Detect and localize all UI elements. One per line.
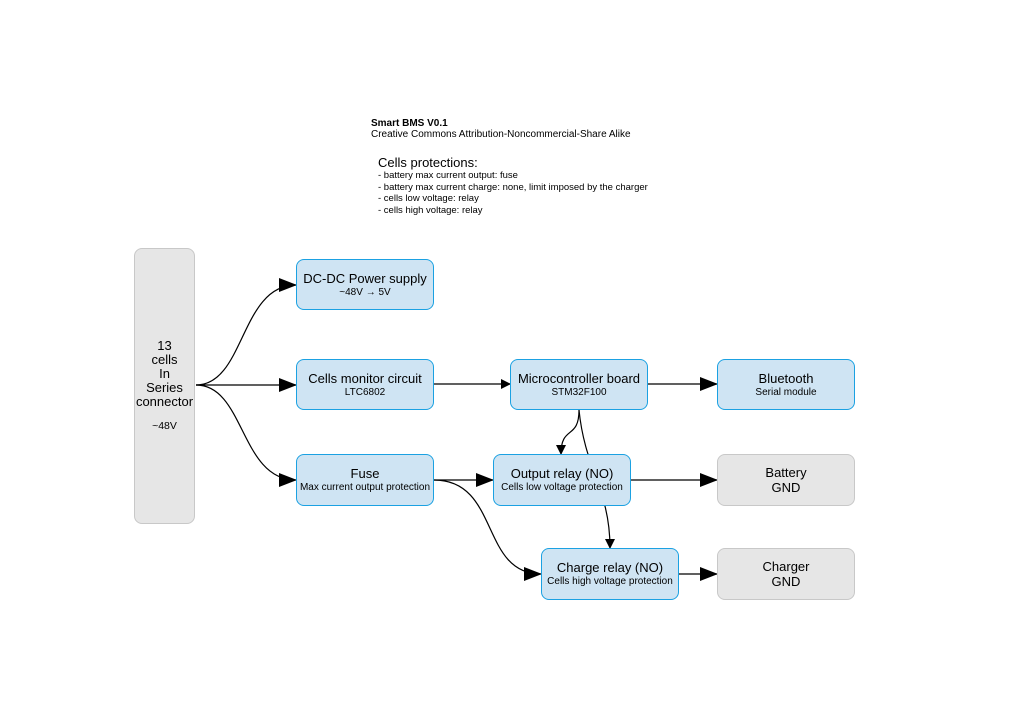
microcontroller-block: Microcontroller board STM32F100 <box>510 359 648 410</box>
wire-connector-to-dcdc <box>195 278 297 386</box>
dcdc-power-supply-block: DC-DC Power supply ~48V → 5V <box>296 259 434 310</box>
block-subtitle: Max current output protection <box>299 482 431 493</box>
wire-fuse-to-charge-relay <box>433 479 542 581</box>
diagram-title: Smart BMS V0.1 <box>371 118 448 129</box>
connector-line: connector <box>135 394 194 409</box>
wire-connector-to-fuse <box>195 384 297 487</box>
block-subtitle: Cells high voltage protection <box>547 576 673 587</box>
output-relay-block: Output relay (NO) Cells low voltage prot… <box>493 454 631 506</box>
connector-voltage: ~48V <box>152 420 177 432</box>
terminal-line: Charger <box>762 559 810 574</box>
protection-item: - cells high voltage: relay <box>378 204 483 216</box>
block-subtitle: Cells low voltage protection <box>501 482 623 493</box>
block-title: Cells monitor circuit <box>308 370 422 386</box>
terminal-line: Battery <box>765 465 807 480</box>
block-subtitle: LTC6802 <box>344 386 386 398</box>
block-title: Microcontroller board <box>517 370 641 386</box>
block-title: Output relay (NO) <box>510 466 614 481</box>
protection-item: - battery max current output: fuse <box>378 170 518 181</box>
block-title: Fuse <box>350 466 380 481</box>
block-title: Charge relay (NO) <box>556 560 664 575</box>
block-subtitle: STM32F100 <box>551 386 607 398</box>
wire-mcu-to-output-relay <box>556 409 580 455</box>
block-subtitle: ~48V → 5V <box>339 286 391 298</box>
connector-line: In <box>159 366 170 381</box>
block-subtitle: Serial module <box>755 386 817 398</box>
connector-line: cells <box>151 352 178 367</box>
cells-monitor-block: Cells monitor circuit LTC6802 <box>296 359 434 410</box>
terminal-line: GND <box>771 574 801 589</box>
terminal-line: GND <box>771 480 801 495</box>
battery-gnd-terminal: Battery GND <box>717 454 855 506</box>
block-title: Bluetooth <box>758 370 814 386</box>
connector-line: Series <box>146 380 183 395</box>
cells-series-connector: 13 cells In Series connector ~48V <box>134 248 195 524</box>
bluetooth-block: Bluetooth Serial module <box>717 359 855 410</box>
protections-title: Cells protections: <box>378 155 478 170</box>
fuse-block: Fuse Max current output protection <box>296 454 434 506</box>
license-text: Creative Commons Attribution-Noncommerci… <box>371 129 631 140</box>
connector-line: 13 <box>157 338 172 353</box>
protection-item: - battery max current charge: none, limi… <box>378 181 648 193</box>
charger-gnd-terminal: Charger GND <box>717 548 855 600</box>
protection-item: - cells low voltage: relay <box>378 193 479 204</box>
block-title: DC-DC Power supply <box>303 270 427 286</box>
protections-list: - battery max current output: fuse - bat… <box>378 170 648 216</box>
charge-relay-block: Charge relay (NO) Cells high voltage pro… <box>541 548 679 600</box>
